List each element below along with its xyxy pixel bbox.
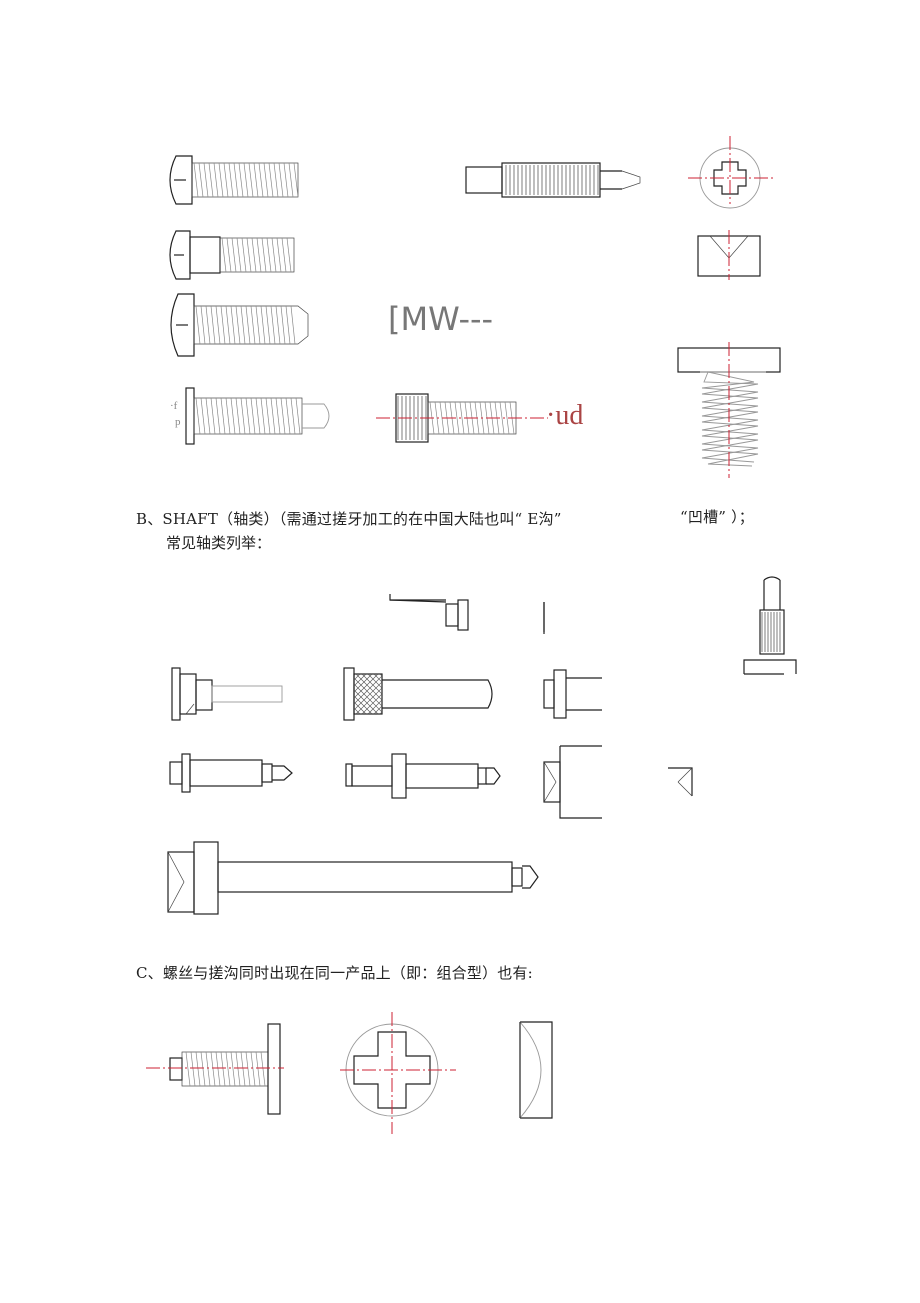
knurled-pin-drawing	[465, 162, 641, 198]
mark-p: p	[175, 416, 181, 428]
knurled-screw-drawing	[376, 393, 548, 443]
large-screw-profile	[677, 342, 781, 478]
shaft-corner-mark	[668, 767, 693, 797]
mark-f: ·f	[170, 400, 178, 412]
section-c-heading: C、螺丝与搓沟同时出现在同一产品上（即：组合型）也有:	[136, 964, 533, 982]
shaft-vertical-line	[543, 602, 545, 634]
shaft-drawing-2	[343, 667, 493, 721]
shaft-drawing-pin	[389, 594, 545, 632]
combo-phillips-top-view	[340, 1012, 456, 1134]
screw-drawing-4	[185, 387, 330, 445]
combo-head-side-view	[519, 1021, 553, 1119]
section-b-heading-tail: “凹槽” ）；	[680, 508, 755, 526]
label-ud: ·ud	[546, 400, 584, 431]
label-mw: [MW---	[388, 300, 494, 338]
screw-drawing-3	[170, 293, 309, 357]
phillips-head-top-view	[688, 136, 774, 209]
screw-drawing-1	[169, 155, 299, 205]
shaft-drawing-5	[345, 753, 501, 799]
shaft-drawing-1	[171, 667, 283, 721]
screw-drawing-2	[169, 230, 295, 280]
combo-screw-side	[146, 1023, 284, 1115]
shaft-drawing-standing	[743, 576, 797, 675]
head-side-view	[697, 230, 761, 280]
shaft-drawing-3	[543, 669, 602, 719]
section-b-heading: B、SHAFT（轴类）（需通过搓牙加工的在中国大陆也叫“ E沟”	[136, 510, 562, 528]
shaft-drawing-4	[169, 753, 293, 793]
shaft-drawing-long	[167, 841, 539, 915]
section-b-subheading: 常见轴类列举：	[166, 534, 272, 552]
shaft-drawing-6	[543, 745, 602, 819]
